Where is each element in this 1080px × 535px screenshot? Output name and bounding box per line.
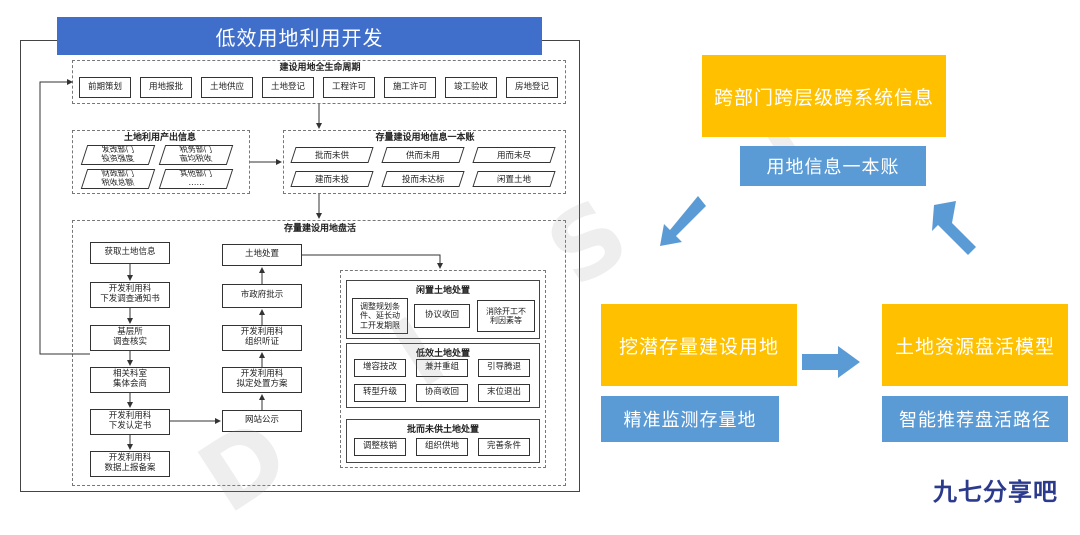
unsupplied-option: 完善条件 [478, 438, 530, 456]
flow-step: 开发利用科 拟定处置方案 [222, 367, 302, 393]
inefficient-land-title: 低效土地处置 [415, 349, 470, 359]
revitalize-model-box: 土地资源盘活模型 [882, 304, 1068, 386]
flowchart-title: 低效用地利用开发 [57, 17, 542, 55]
idle-option: 调整规划条 件、延长动 工开发期限 [352, 298, 408, 334]
idle-option: 消除开工不 利因素等 [477, 300, 535, 332]
flow-step: 网站公示 [222, 410, 302, 432]
step-box: 竣工验收 [445, 77, 497, 98]
output-info-title: 土地利用产出信息 [123, 133, 196, 143]
step-box: 土地供应 [201, 77, 253, 98]
unsupplied-option: 调整核销 [354, 438, 406, 456]
unsupplied-option: 组织供地 [416, 438, 468, 456]
revitalize-title: 存量建设用地盘活 [283, 224, 356, 234]
flow-step: 开发利用科 组织听证 [222, 325, 302, 351]
land-ledger-box: 用地信息一本账 [740, 146, 926, 186]
flow-step: 市政府批示 [222, 284, 302, 308]
flow-step: 相关科室 集体会商 [90, 367, 170, 393]
flowchart-connectors [39, 79, 976, 450]
flow-step: 开发利用科 下发认定书 [90, 409, 170, 435]
site-logo: 九七分享吧 [933, 478, 1058, 506]
inefficient-option: 兼并重组 [416, 359, 468, 377]
inefficient-option: 引导腾退 [478, 359, 530, 377]
tap-stock-land-box: 挖潜存量建设用地 [601, 304, 797, 386]
step-box: 用地报批 [140, 77, 192, 98]
inefficient-option: 转型升级 [354, 384, 406, 402]
flow-step: 获取土地信息 [90, 242, 170, 264]
flow-step: 开发利用科 数据上报备案 [90, 451, 170, 477]
idle-land-title: 闲置土地处置 [415, 286, 470, 296]
output-info-section [72, 130, 250, 194]
step-box: 施工许可 [384, 77, 436, 98]
flow-step: 开发利用科 下发调查通知书 [90, 282, 170, 308]
ledger-title: 存量建设用地信息一本账 [375, 133, 475, 143]
flow-step: 基层所 调查核实 [90, 325, 170, 351]
disposal-container [340, 270, 546, 468]
cross-dept-info-box: 跨部门跨层级跨系统信息 [702, 55, 946, 137]
step-box: 房地登记 [506, 77, 558, 98]
ledger-section [283, 130, 566, 194]
revitalize-section [72, 220, 566, 486]
flow-step: 土地处置 [222, 244, 302, 266]
inefficient-option: 协商收回 [416, 384, 468, 402]
inefficient-option: 末位退出 [478, 384, 530, 402]
lifecycle-title: 建设用地全生命周期 [279, 63, 361, 73]
step-box: 土地登记 [262, 77, 314, 98]
inefficient-option: 增容技改 [354, 359, 406, 377]
step-box: 前期策划 [79, 77, 131, 98]
smart-recommend-box: 智能推荐盘活路径 [882, 396, 1068, 442]
precise-monitor-box: 精准监测存量地 [601, 396, 779, 442]
unsupplied-land-title: 批而未供土地处置 [406, 425, 479, 435]
step-box: 工程许可 [323, 77, 375, 98]
idle-option: 协议收回 [414, 304, 470, 328]
